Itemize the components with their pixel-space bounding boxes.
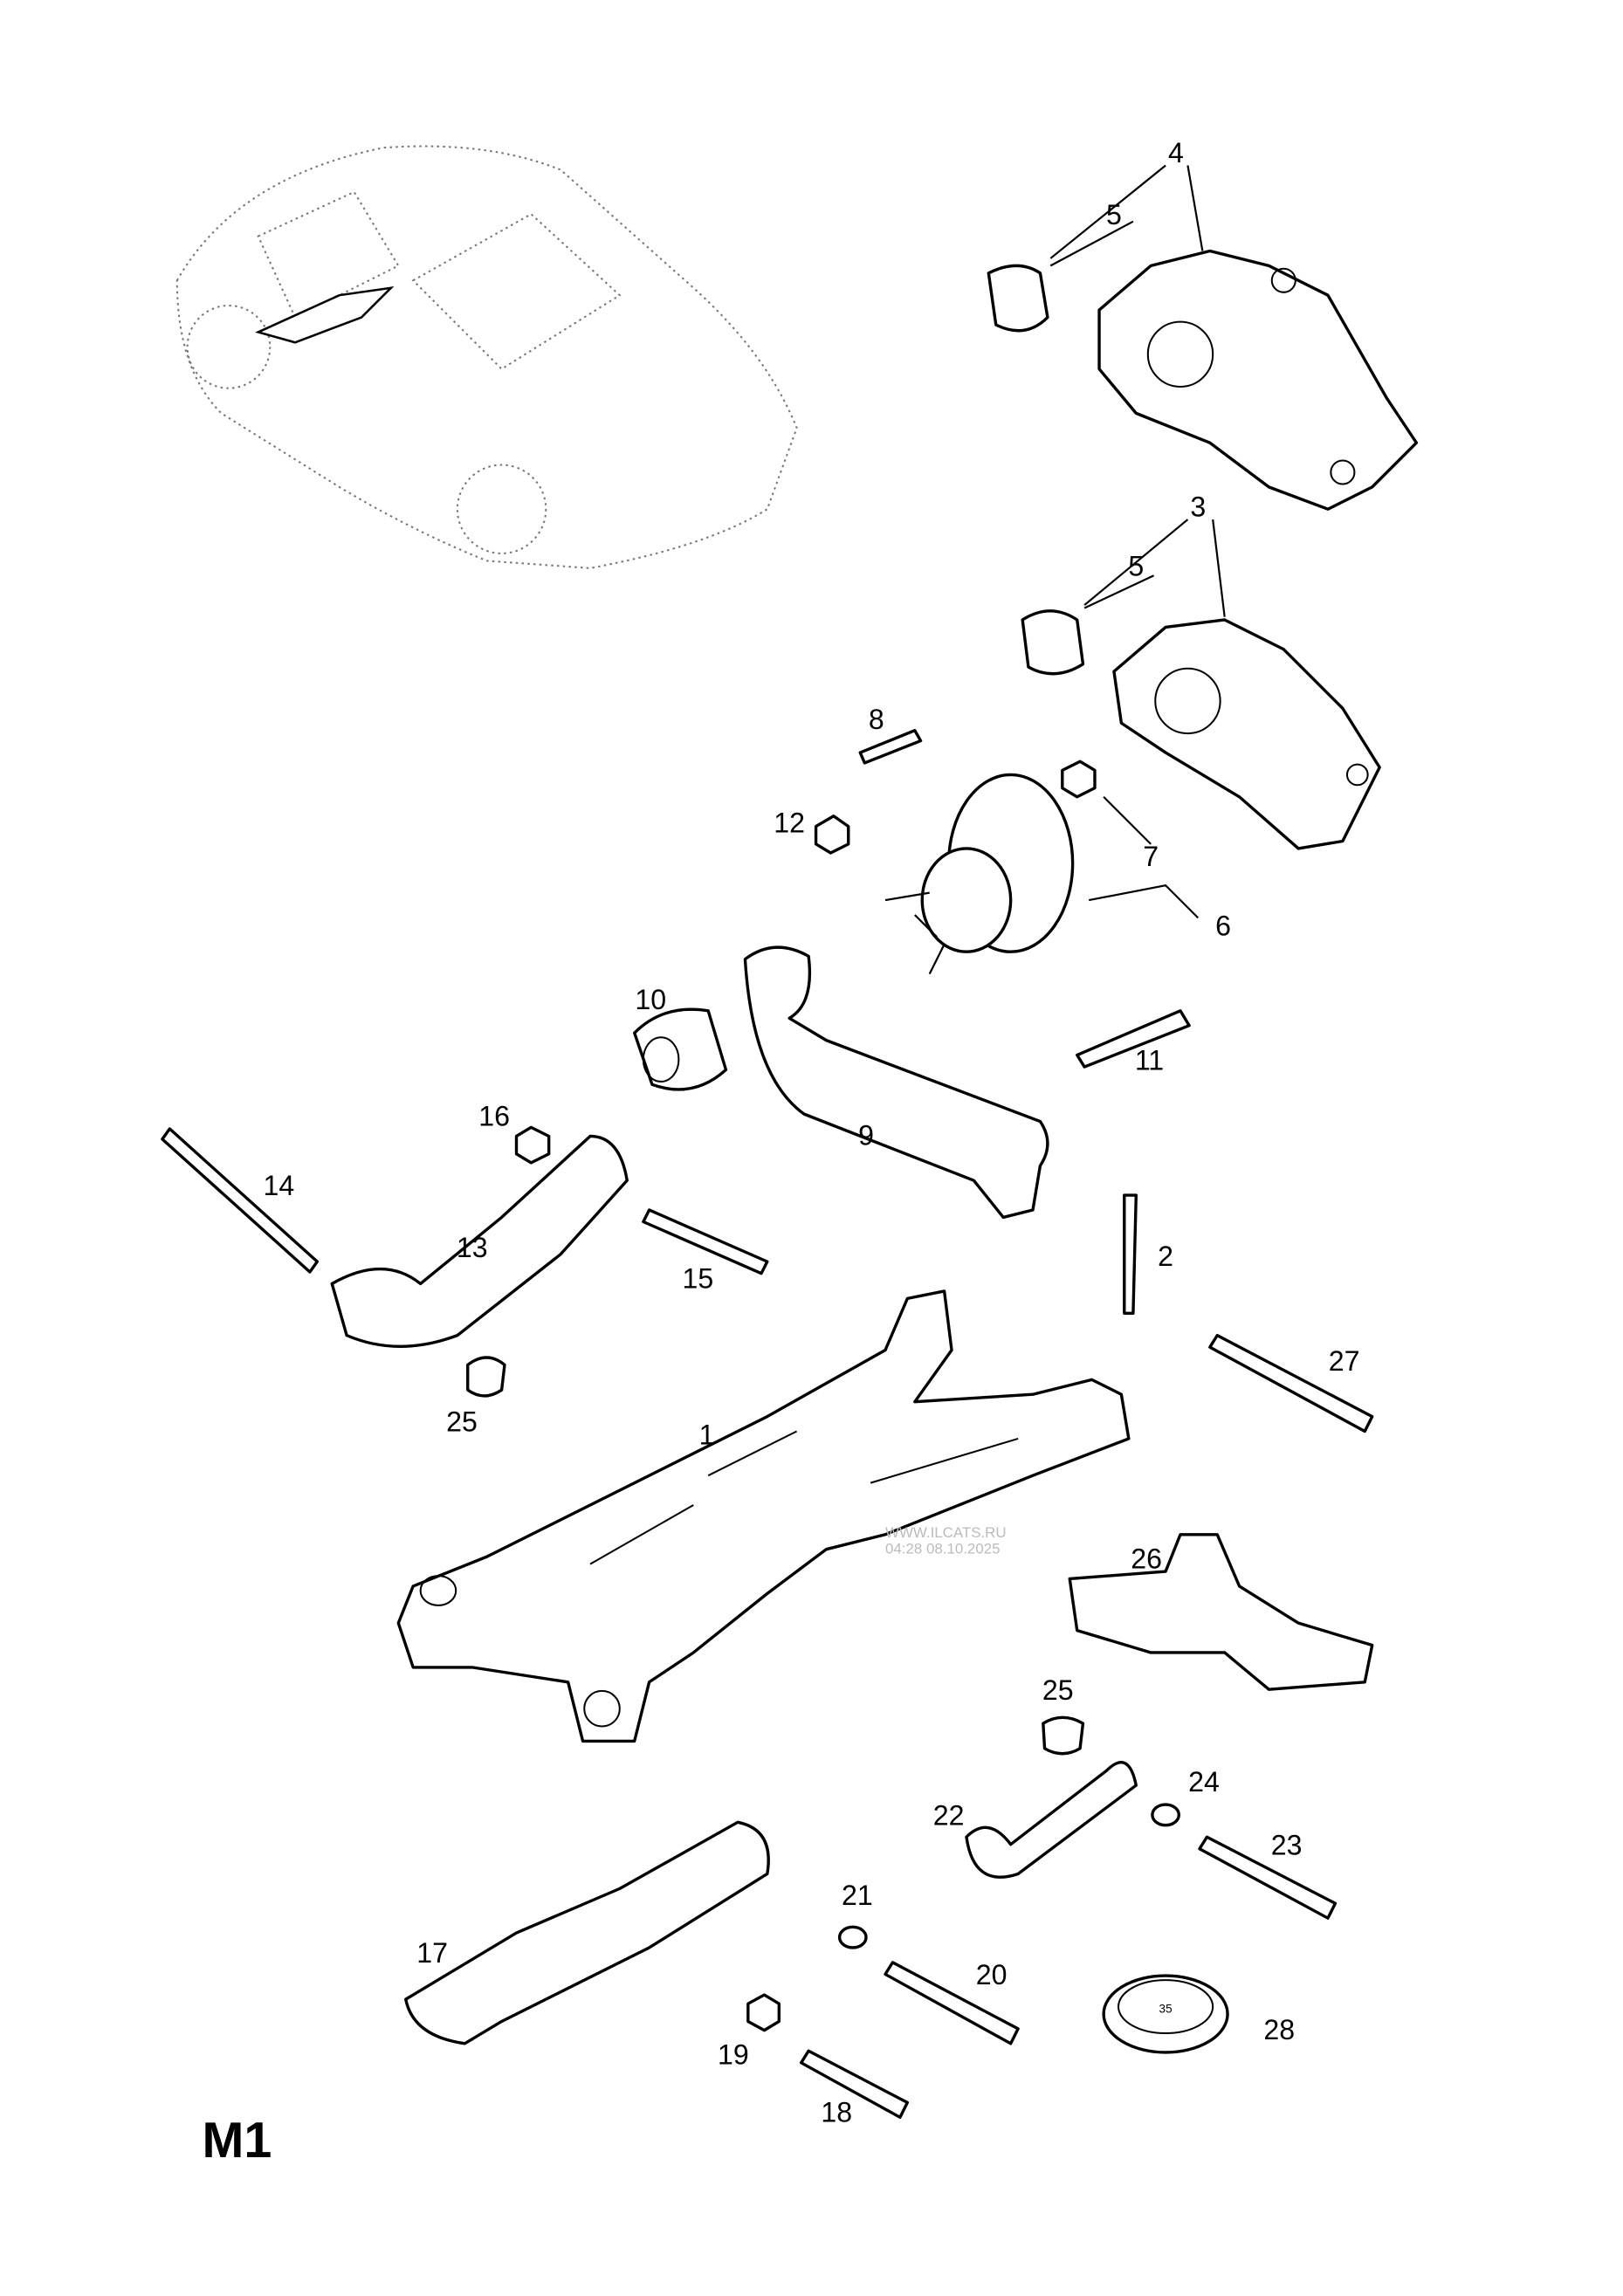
part-subframe-1 [396,1289,1131,1743]
callout: 26 [1131,1543,1162,1575]
callout: 1 [699,1420,715,1451]
callout: 10 [635,984,666,1015]
callout: 6 [1215,911,1231,942]
callout: 22 [933,1800,965,1832]
part-bolt-23 [1198,1835,1338,1920]
callout: 18 [821,2096,852,2128]
part-marking-text: 35 [1159,2002,1173,2015]
vehicle-overview-sketch [175,145,798,569]
part-nut-25b [1042,1715,1085,1756]
callout: 23 [1271,1830,1303,1861]
part-bracket-26 [1068,1533,1374,1691]
part-bolt-27 [1208,1333,1374,1433]
part-nut-19 [746,1993,781,2032]
part-cap-28: 35 [1102,1974,1229,2054]
part-bolt-11 [1076,1009,1191,1069]
callout: 14 [264,1170,295,1201]
callout: 24 [1188,1766,1220,1798]
part-nut-7 [1061,760,1097,799]
part-upper-link-13 [330,1134,629,1348]
part-bolt-2 [1123,1193,1138,1315]
callout-labels: 4 5 3 5 8 12 7 6 10 11 9 16 14 13 15 2 2… [264,137,1360,2128]
part-bolt-15 [642,1208,769,1275]
watermark: WWW.ILCATS.RU 04:28 08.10.2025 [885,1524,1007,1557]
callout: 25 [1042,1674,1074,1706]
watermark-site: WWW.ILCATS.RU [885,1524,1007,1541]
callout: 16 [478,1101,510,1132]
callout: 19 [718,2038,749,2070]
callout: 9 [858,1120,874,1151]
part-nut-25a [466,1356,506,1398]
watermark-timestamp: 04:28 08.10.2025 [885,1541,1000,1557]
leader-lines [1049,164,1226,919]
part-bolt-8 [858,729,923,765]
part-bolt-20 [884,1961,1020,2045]
part-bush-10 [633,1007,728,1091]
callout: 2 [1158,1241,1173,1272]
callout: 25 [446,1406,478,1437]
part-hub-bearing-6 [884,773,1075,975]
part-lower-link-22 [965,1761,1138,1879]
page-label: M1 [203,2113,272,2169]
part-spring-link-17 [404,1820,770,2045]
callout: 27 [1329,1345,1360,1377]
part-washer-21 [837,1925,868,1949]
callout: 17 [416,1937,448,1969]
callout: 5 [1128,550,1144,581]
callout: 13 [457,1232,488,1263]
part-washer-24 [1151,1803,1180,1827]
part-bolt-14 [161,1127,320,1274]
callout: 5 [1106,199,1122,230]
callout: 28 [1263,2014,1295,2045]
callout: 12 [774,807,805,838]
part-nut-12 [814,815,850,855]
callout: 8 [869,704,884,735]
callout: 7 [1143,841,1159,872]
callout: 3 [1190,492,1206,523]
callout: 21 [842,1880,873,1911]
callout: 20 [976,1959,1007,1990]
part-nut-16 [514,1125,551,1165]
part-knuckle-4 [987,249,1419,511]
callout: 11 [1135,1044,1164,1076]
callout: 15 [683,1263,714,1295]
part-knuckle-3 [1021,609,1381,850]
callout: 4 [1168,137,1184,168]
part-bolt-18 [799,2049,910,2120]
part-trailing-link-9 [743,945,1049,1220]
